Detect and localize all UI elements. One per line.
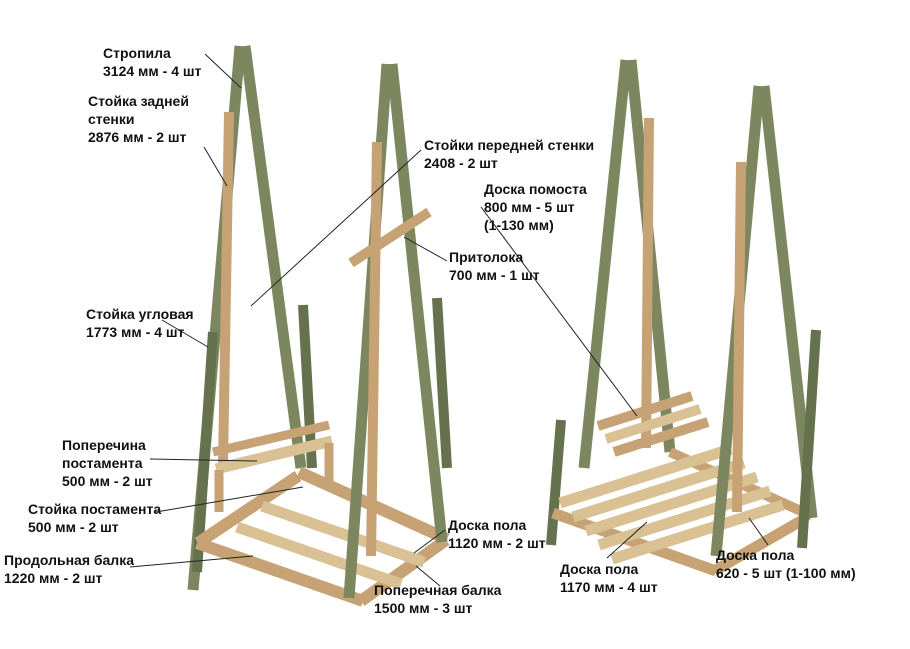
- label-line: Доска пола: [560, 561, 639, 577]
- label-line: Поперечная балка: [374, 582, 502, 598]
- label-line: 700 мм - 1 шт: [449, 267, 540, 284]
- label-line: Притолока: [449, 249, 524, 265]
- label-line: Стойки передней стенки: [424, 137, 595, 153]
- label-back-wall-post: Стойка задней стенки 2876 мм - 2 шт: [88, 92, 189, 147]
- label-front-wall-posts: Стойки передней стенки 2408 - 2 шт: [424, 136, 594, 172]
- label-line: 500 мм - 2 шт: [62, 473, 153, 490]
- label-line: 1120 мм - 2 шт: [448, 535, 546, 552]
- label-rafters: Стропила 3124 мм - 4 шт: [103, 44, 201, 80]
- label-line: 2408 - 2 шт: [424, 155, 498, 172]
- label-line: стенки: [88, 111, 135, 128]
- label-corner-post: Стойка угловая 1773 мм - 4 шт: [86, 305, 194, 341]
- label-lintel: Притолока 700 мм - 1 шт: [449, 248, 540, 284]
- label-line: 500 мм - 2 шт: [28, 519, 119, 536]
- label-line: Доска пола: [448, 517, 527, 533]
- leader-lines: [129, 53, 769, 587]
- label-line: 620 - 5 шт (1-100 мм): [716, 565, 856, 582]
- label-pedestal-crossbar: Поперечина постамента 500 мм - 2 шт: [62, 436, 153, 491]
- label-line: 800 мм - 5 шт: [484, 199, 575, 216]
- label-line: 1170 мм - 4 шт: [560, 579, 658, 596]
- label-floor-board-right-long: Доска пола 1170 мм - 4 шт: [560, 560, 658, 596]
- label-line: Стойка постамента: [28, 501, 162, 517]
- label-floor-board-right-short: Доска пола 620 - 5 шт (1-100 мм): [716, 546, 856, 582]
- label-line: Продольная балка: [4, 552, 134, 568]
- label-line: Стойка угловая: [86, 306, 194, 322]
- label-line: Доска помоста: [484, 181, 587, 197]
- right-structure-illustration: [546, 59, 821, 577]
- label-line: Доска пола: [716, 547, 795, 563]
- label-line: (1-130 мм): [484, 217, 554, 234]
- label-line: 3124 мм - 4 шт: [103, 63, 202, 80]
- label-line: постамента: [62, 455, 143, 472]
- label-line: 2876 мм - 2 шт: [88, 129, 187, 146]
- label-longitudinal-beam: Продольная балка 1220 мм - 2 шт: [4, 551, 134, 587]
- label-pedestal-post: Стойка постамента 500 мм - 2 шт: [28, 500, 161, 536]
- label-line: Стойка задней: [88, 93, 189, 109]
- label-transverse-beam: Поперечная балка 1500 мм - 3 шт: [374, 581, 501, 617]
- label-platform-board: Доска помоста 800 мм - 5 шт (1-130 мм): [484, 180, 587, 235]
- label-line: Поперечина: [62, 437, 146, 453]
- left-structure-illustration: [187, 45, 452, 607]
- label-floor-board-left: Доска пола 1120 мм - 2 шт: [448, 516, 546, 552]
- label-line: 1773 мм - 4 шт: [86, 324, 185, 341]
- label-line: 1500 мм - 3 шт: [374, 600, 473, 617]
- label-line: 1220 мм - 2 шт: [4, 570, 103, 587]
- label-line: Стропила: [103, 45, 171, 61]
